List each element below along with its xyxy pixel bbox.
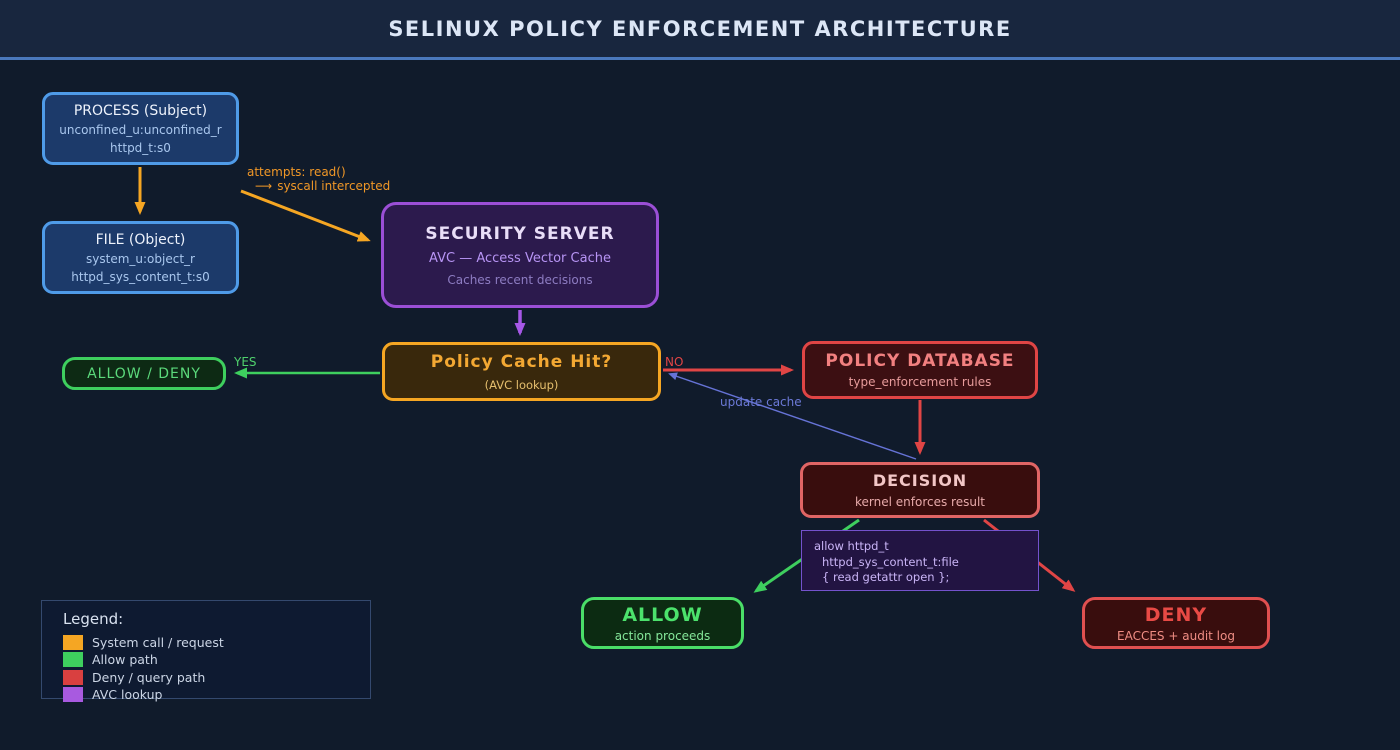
legend-swatch-syscall [63,634,83,650]
legend-title: Legend: [63,610,124,628]
file-context: system_u:object_r [86,251,195,266]
cache-hit-node: Policy Cache Hit? (AVC lookup) [382,342,661,401]
arrow-update-cache [668,372,917,460]
cache-hit-sub: (AVC lookup) [484,377,559,392]
file-node: FILE (Object) system_u:object_r httpd_sy… [42,221,239,294]
process-type: httpd_t:s0 [110,140,171,155]
policy-rule-box: allow httpd_t httpd_sys_content_t:file {… [801,530,1039,591]
deny-sub: EACCES + audit log [1117,628,1235,643]
deny-node: DENY EACCES + audit log [1082,597,1270,649]
legend-item-allow: Allow path [63,652,370,669]
legend-label-deny: Deny / query path [92,669,206,685]
legend-label-avc: AVC lookup [92,687,163,703]
legend-item-deny: Deny / query path [63,669,370,686]
allow-deny-node: ALLOW / DENY [62,357,226,390]
syscall-intercepted-label: syscall intercepted [277,179,391,193]
no-label: NO [665,355,684,369]
decision-sub: kernel enforces result [855,495,985,509]
process-node: PROCESS (Subject) unconfined_u:unconfine… [42,92,239,165]
security-server-node: SECURITY SERVER AVC — Access Vector Cach… [381,202,659,308]
file-type: httpd_sys_content_t:s0 [71,269,210,284]
legend-swatch-deny [63,669,83,685]
file-title: FILE (Object) [95,231,186,248]
allow-sub: action proceeds [614,628,711,643]
decision-node: DECISION kernel enforces result [800,462,1040,518]
process-context: unconfined_u:unconfined_r [59,122,222,137]
attempts-label: attempts: read() [247,165,346,179]
page-title: SELINUX POLICY ENFORCEMENT ARCHITECTURE [388,16,1012,41]
legend-box: Legend: System call / request Allow path… [41,600,371,703]
legend-label-syscall: System call / request [92,634,224,650]
update-cache-label: update cache [720,395,802,409]
policy-rule-line3: { read getattr open }; [822,570,950,584]
syscall-arrow-icon: ⟶ [255,179,273,193]
allow-deny-title: ALLOW / DENY [87,365,201,382]
cache-hit-title: Policy Cache Hit? [430,351,613,372]
legend-item-avc: AVC lookup [63,687,370,704]
legend-swatch-allow [63,652,83,668]
header-bar: SELINUX POLICY ENFORCEMENT ARCHITECTURE [0,0,1400,60]
policy-db-sub: type_enforcement rules [848,375,992,389]
policy-rule-line1: allow httpd_t [814,539,889,553]
security-server-avc: AVC — Access Vector Cache [429,250,611,266]
security-server-title: SECURITY SERVER [425,223,615,244]
syscall-edge-label: attempts: read() ⟶ syscall intercepted [247,165,390,193]
allow-node: ALLOW action proceeds [581,597,744,649]
policy-db-title: POLICY DATABASE [825,351,1015,371]
decision-title: DECISION [872,471,968,490]
arrow-syscall-to-security-server [240,189,371,242]
process-title: PROCESS (Subject) [73,102,208,119]
yes-label: YES [234,355,257,369]
security-server-caches: Caches recent decisions [447,272,593,287]
policy-db-node: POLICY DATABASE type_enforcement rules [802,341,1038,399]
allow-title: ALLOW [622,603,703,626]
legend-item-syscall: System call / request [63,634,370,651]
deny-title: DENY [1144,603,1208,626]
legend-label-allow: Allow path [92,652,158,668]
policy-rule-line2: httpd_sys_content_t:file [822,554,959,569]
legend-swatch-avc [63,687,83,703]
